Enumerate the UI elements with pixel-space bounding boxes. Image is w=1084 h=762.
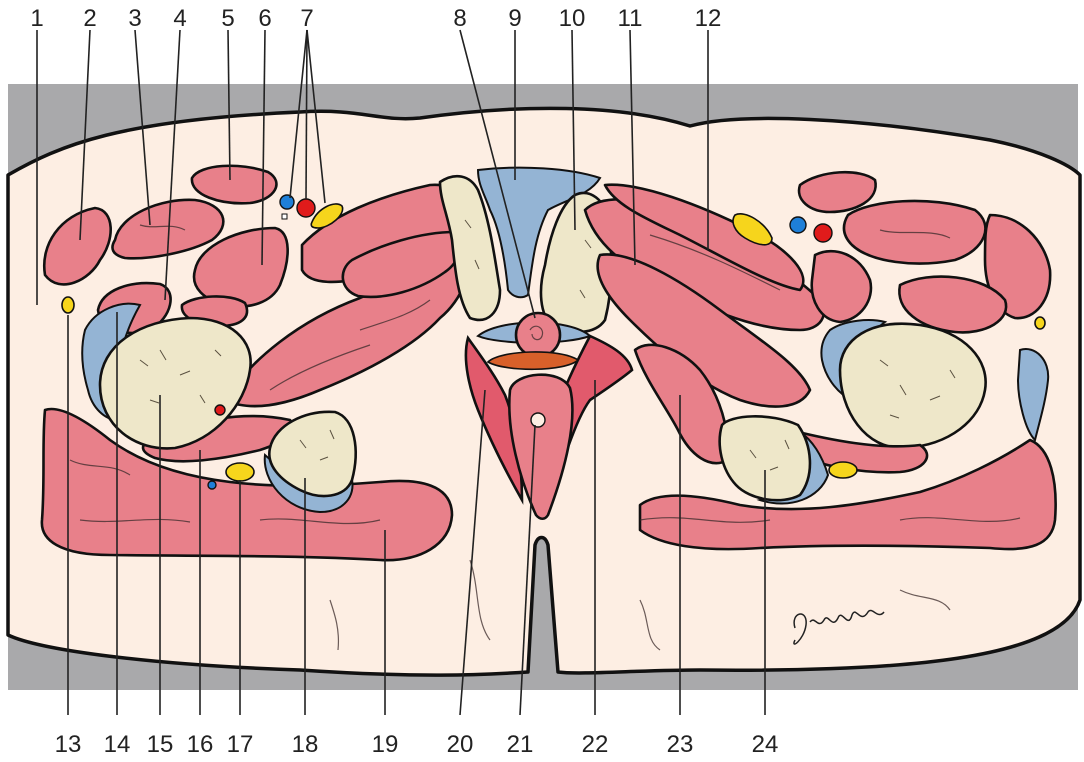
vein-17 [208,481,216,489]
top-label-7: 7 [300,5,313,32]
vein-7 [280,195,294,209]
top-label-4: 4 [173,5,186,32]
bottom-label-15: 15 [147,731,174,758]
urethra-8 [516,313,560,357]
top-label-11: 11 [618,5,643,32]
artery-7 [297,199,315,217]
bottom-label-22: 22 [582,731,609,758]
bottom-label-21: 21 [507,731,534,758]
bottom-label-14: 14 [104,731,131,758]
bottom-label-20: 20 [447,731,474,758]
nerve-13 [62,297,74,313]
top-label-6: 6 [258,5,271,32]
top-label-2: 2 [83,5,96,32]
artery-left-small [215,405,225,415]
top-label-5: 5 [221,5,234,32]
rectum-lumen-21 [531,413,545,427]
bottom-label-19: 19 [372,731,399,758]
nerve-right-lower [829,462,857,478]
bottom-label-23: 23 [667,731,694,758]
bottom-label-18: 18 [292,731,319,758]
nerve-17 [226,463,254,481]
top-label-10: 10 [559,5,586,32]
bottom-label-13: 13 [55,731,82,758]
top-label-12: 12 [695,5,722,32]
top-label-8: 8 [453,5,466,32]
small-vessel-7 [282,214,287,219]
bottom-label-16: 16 [187,731,214,758]
bottom-label-17: 17 [227,731,254,758]
nerve-right-small [1035,317,1045,329]
artery-right [814,224,832,242]
vein-right [790,217,806,233]
bottom-label-24: 24 [752,731,779,758]
top-label-1: 1 [30,5,43,32]
top-label-9: 9 [508,5,521,32]
labels-bottom-group: 13 14 15 16 17 18 19 20 21 22 23 24 [55,731,779,758]
top-label-3: 3 [128,5,141,32]
